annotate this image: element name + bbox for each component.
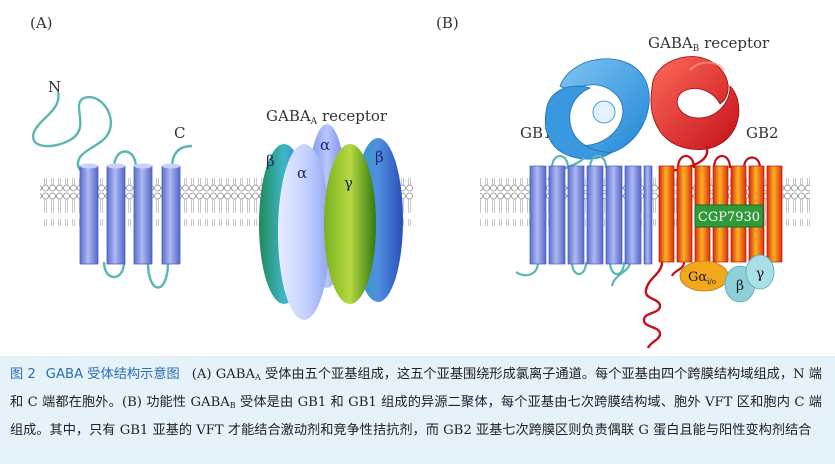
caption-background [0,356,835,464]
gb2-tm-helix-7 [766,165,783,263]
gb1-label: GB1 [520,124,553,142]
n-terminus-loop [31,91,113,177]
g-gamma [745,254,775,290]
figure-caption: 图 2 GABA 受体结构示意图 (A) GABAA 受体由五个亚基组成，这五个亚基… [10,362,822,443]
caption-sub-b: B [229,401,236,410]
subunit-label-alpha-front: α [297,164,307,182]
gb2-c-terminus-coil [642,261,664,349]
gb1-vft-lower-lobe [544,85,613,160]
tm-helix-1 [79,165,99,265]
gb1-tm-helix-7 [643,165,653,265]
figure-number: 图 2 [10,367,36,382]
caption-text-2: 受体由五个亚基组成，这五个亚基围绕形成氯离子通道。每个亚基由四个跨膜结构域组成，… [10,367,822,410]
subunit-label-beta-left: β [266,152,275,170]
intracellular-loop-2 [146,261,170,289]
panel-b-label: (B) [436,14,459,32]
gb2-label: GB2 [746,124,779,142]
tm-helix-2 [106,165,126,265]
n-terminus-label: N [48,78,61,96]
intracellular-loop-1 [102,261,126,279]
panel-a-label: (A) [30,14,53,32]
gb1-tm-helix-6 [624,165,642,265]
gb1-tm-helix-3 [567,165,585,265]
extracellular-loop [112,150,138,169]
subunit-label-gamma: γ [344,174,353,192]
gb2-vft [650,56,740,151]
g-gamma-label: γ [756,266,764,282]
gaba-b-heterodimer: GABAB receptor GB1 GB2 [515,34,783,349]
gaba-a-receptor-label: GABAA receptor [266,107,388,127]
caption-sub-a: A [255,373,261,382]
gb1-tm-helix-4 [586,165,604,265]
figure-title: GABA 受体结构示意图 [45,367,180,382]
tm-helix-3 [133,165,153,265]
gb1-tm-helix-5 [605,165,623,265]
gb1-ligand-pocket [592,100,616,124]
subunit-label-beta-right: β [375,148,384,166]
gaba-a-pentamer: β α α γ β GABAA receptor [259,107,403,320]
gb2-tm-helix-1 [658,165,675,263]
subunit-gamma [324,144,376,304]
caption-text-3: 受体是由 GB1 和 GB1 组成的异源二聚体，每个亚基由七次跨膜结构域、胞外 … [10,395,822,438]
caption-text-1: (A) GABA [191,367,256,382]
g-alpha-label: Gαi/o [688,270,716,286]
four-tm-subunit: N C [31,78,193,289]
gb1-tm-helix-2 [548,165,566,265]
figure-area: (A) (B) N C β α α γ β GABAA receptor GAB… [30,14,810,349]
gaba-receptor-diagram: (A) (B) N C β α α γ β GABAA receptor GAB… [30,14,810,349]
tm-helix-4 [161,165,181,265]
g-beta-label: β [736,278,744,294]
gb2-tm-helix-2 [676,165,693,263]
gb1-tm-helix-1 [529,165,547,265]
c-terminus-label: C [174,124,185,142]
cgp7930-label: CGP7930 [698,210,760,225]
subunit-alpha-front [278,144,330,320]
gaba-b-receptor-label: GABAB receptor [648,34,770,54]
cgp7930-box [694,204,764,228]
subunit-label-alpha-back: α [320,136,330,154]
